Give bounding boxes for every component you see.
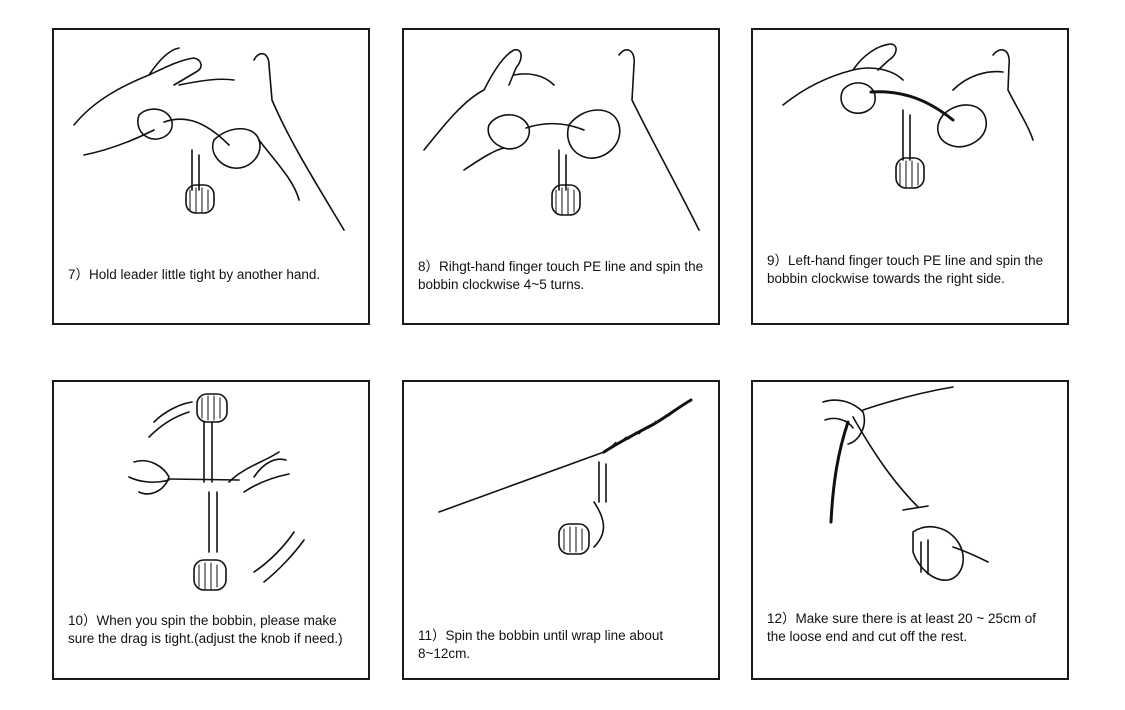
step-11-panel: 11）Spin the bobbin until wrap line about… (402, 380, 720, 680)
step-7-panel: 7）Hold leader little tight by another ha… (52, 28, 370, 325)
step-7-caption: 7）Hold leader little tight by another ha… (68, 267, 321, 282)
step-10-illustration (128, 393, 305, 591)
step-8-panel: 8）Rihgt-hand finger touch PE line and sp… (402, 28, 720, 325)
step-11-illustration (438, 398, 693, 555)
step-9-panel: 9）Left-hand finger touch PE line and spi… (751, 28, 1069, 325)
step-11-caption: 11）Spin the bobbin until wrap line about… (418, 628, 664, 661)
step-12-panel: 12）Make sure there is at least 20 ~ 25cm… (751, 380, 1069, 680)
step-12-caption: 12）Make sure there is at least 20 ~ 25cm… (767, 611, 1037, 644)
step-10-panel: 10）When you spin the bobbin, please make… (52, 380, 370, 680)
step-7-illustration (73, 47, 345, 231)
step-8-caption: 8）Rihgt-hand finger touch PE line and sp… (418, 259, 704, 292)
step-10-caption: 10）When you spin the bobbin, please make… (68, 613, 343, 646)
step-9-caption: 9）Left-hand finger touch PE line and spi… (767, 253, 1044, 286)
step-8-illustration (423, 48, 700, 231)
step-12-illustration (822, 386, 989, 581)
step-9-illustration (782, 43, 1034, 189)
